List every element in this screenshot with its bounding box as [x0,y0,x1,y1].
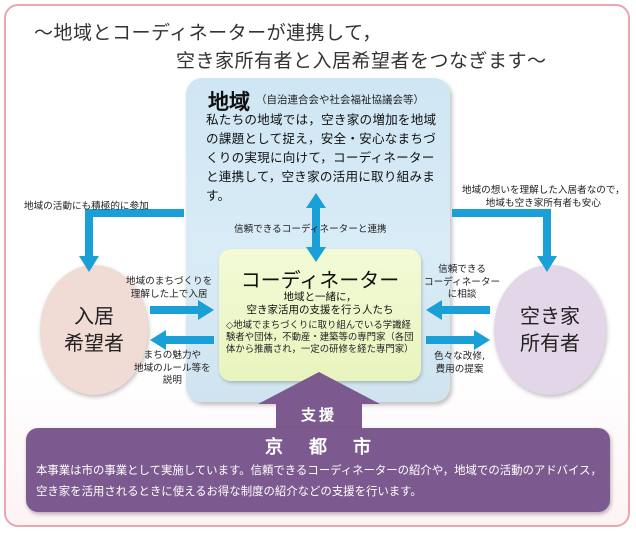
label-coordinator-region: 信頼できるコーディネーターと連携 [234,224,387,235]
label-region-to-owner-line-1: 地域の想いを理解した入居者なので， [462,185,625,196]
label-coordinator-to-owner: 色々な改修,費用の提案 [434,351,485,376]
coordinator-description-line-2: 空き家活用の支援を行う人たち [246,304,394,316]
support-label: 支援 [300,406,337,424]
label-region-to-applicant: 地域の活動にも積極的に参加 [24,201,149,212]
label-coordinator-to-applicant: まちの魅力や地域のルール等を説明 [134,350,211,388]
coordinator-box [219,249,421,381]
label-applicant-to-coordinator-line-2: 理解した上で入居 [130,288,208,300]
owner-node: 空き家所有者 [494,265,606,395]
applicant-node: 入居希望者 [40,265,148,395]
arrow-applicant-to-coordinator-head [198,300,214,320]
owner-line-2: 所有者 [520,331,580,355]
arrow-region-coordinator-head-up [306,193,326,208]
label-coordinator-to-applicant-line-1: まちの魅力や [143,350,202,361]
region-description: 私たちの地域では，空き家の増加を地域の課題として捉え，安全・安心なまちづくりの実… [206,112,437,203]
arrow-coordinator-to-applicant-head [150,330,166,350]
label-coordinator-to-applicant-line-2: 地域のルール等を [134,362,211,374]
coordinator-name: コーディネーター [240,268,400,292]
label-applicant-to-coordinator-line-1: 地域のまちづくりを [126,276,213,287]
arrow-coordinator-to-owner-head [474,330,490,350]
coordinator-note: ◇地域でまちづくりに取り組んでいる学識経験者や団体，不動産・建築等の専門家（各団… [226,320,414,355]
owner-line-1: 空き家 [520,304,580,328]
region-subtitle: （自治連合会や社会福祉協議会等） [256,94,424,106]
applicant-line-1: 入居 [74,304,114,328]
label-applicant-to-coordinator: 地域のまちづくりを理解した上で入居 [126,276,212,301]
city-title: 京都市 [265,437,397,458]
arrow-region-coordinator-head-down [306,247,326,262]
city-description: 本事業は市の事業として実施しています。信頼できるコーディネーターの紹介や，地域で… [36,463,602,498]
coordinator-description: 地域と一緒に，空き家活用の支援を行う人たち [219,291,421,317]
arrow-region-to-owner [452,209,551,259]
arrow-region-to-applicant [85,209,184,259]
label-owner-to-coordinator-line-2: コーディネーター [424,276,501,288]
label-coordinator-to-owner-line-2: 費用の提案 [435,363,484,375]
coordinator-description-line-1: 地域と一緒に， [283,291,357,303]
label-region-to-owner-line-2: 地域も空き家所有者も安心 [485,197,601,209]
label-owner-to-coordinator-line-1: 信頼できる [438,264,486,275]
label-region-to-owner: 地域の想いを理解した入居者なので，地域も空き家所有者も安心 [462,185,625,210]
city-support-box [26,428,610,512]
title-line-2: 空き家所有者と入居希望者をつなぎます～ [176,50,547,72]
support-arrow [258,372,380,430]
title-line-1: ～地域とコーディネーターが連携して， [34,22,382,44]
label-coordinator-to-applicant-line-3: 説明 [162,375,182,386]
applicant-line-2: 希望者 [64,331,124,355]
arrow-owner-to-coordinator-head [426,300,442,320]
arrow-region-to-applicant-head [79,256,99,272]
region-name: 地域 [208,90,250,114]
label-coordinator-to-owner-line-1: 色々な改修, [434,351,486,362]
label-owner-to-coordinator-line-3: に相談 [447,289,477,300]
arrow-region-to-owner-head [537,256,557,272]
label-owner-to-coordinator: 信頼できるコーディネーターに相談 [424,264,500,302]
